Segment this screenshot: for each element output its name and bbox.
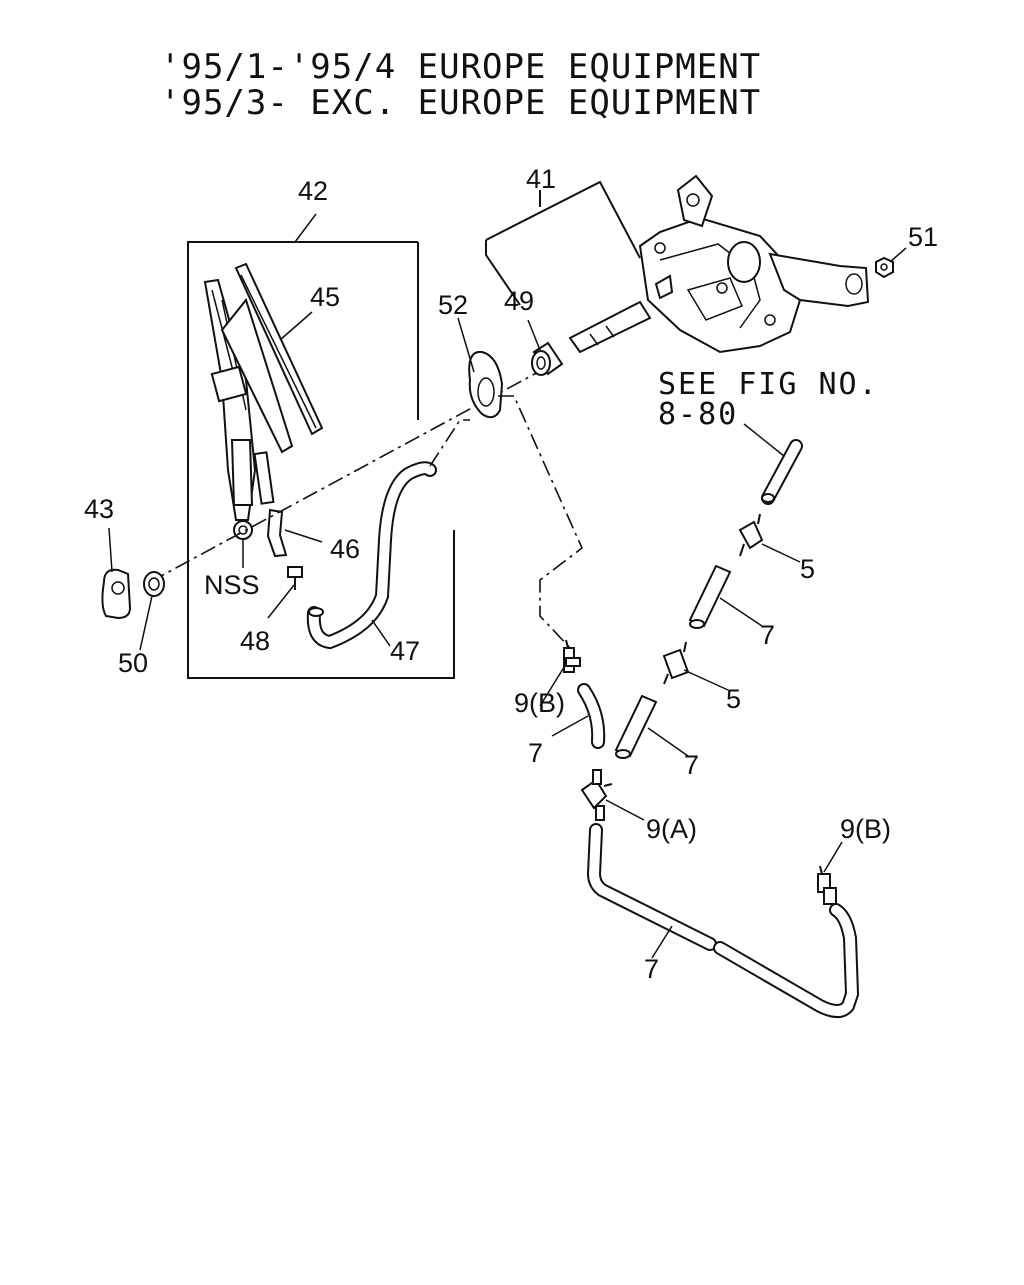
callout-5-upper: 5	[800, 554, 815, 584]
nozzle-46	[253, 451, 288, 558]
clip-48	[287, 566, 303, 590]
gasket-52	[468, 350, 504, 419]
hose-routing-line-2	[429, 419, 470, 467]
wiper-motor-41	[568, 174, 870, 354]
wiper-arm	[203, 278, 257, 540]
leader-41	[485, 180, 641, 306]
callout-42: 42	[298, 176, 328, 206]
callout-9b-left: 9(B)	[514, 688, 565, 718]
bushing-49	[531, 341, 564, 376]
callout-46: 46	[330, 534, 360, 564]
leader-lines	[108, 213, 907, 959]
connector-9b-left	[563, 639, 581, 673]
callout-7-left: 7	[528, 738, 543, 768]
hose-7-left	[577, 683, 606, 749]
wiper-blade	[220, 262, 324, 454]
callout-41: 41	[526, 164, 556, 194]
nut-51	[875, 256, 894, 279]
callout-9a: 9(A)	[646, 814, 697, 844]
callout-5-lower: 5	[726, 684, 741, 714]
tee-joint-9a	[580, 769, 613, 821]
callout-nss: NSS	[204, 570, 260, 600]
callout-50: 50	[118, 648, 148, 678]
title-line-1: '95/1-'95/4 EUROPE EQUIPMENT	[160, 47, 761, 87]
see-fig-label: SEE FIG NO.	[658, 367, 879, 402]
callout-9b-right: 9(B)	[840, 814, 891, 844]
hose-routing-line	[498, 395, 583, 651]
connector-9b-right	[817, 865, 837, 905]
callout-7-middle: 7	[684, 750, 699, 780]
callout-7-upper: 7	[760, 620, 775, 650]
callout-43: 43	[84, 494, 114, 524]
check-valve-5-lower	[662, 641, 690, 685]
callout-45: 45	[310, 282, 340, 312]
see-fig-number: 8-80	[658, 397, 738, 432]
title-line-2: '95/3- EXC. EUROPE EQUIPMENT	[160, 83, 761, 123]
callout-49: 49	[504, 286, 534, 316]
hose-7-lower	[586, 823, 860, 1018]
nut-50	[143, 571, 165, 597]
callout-7-lower: 7	[644, 954, 659, 984]
washer-hose-47	[306, 461, 437, 650]
callout-51: 51	[908, 222, 938, 252]
cap-43	[101, 568, 132, 620]
wiper-arm-group-frame	[187, 241, 455, 679]
hose-7-middle	[614, 694, 658, 759]
callout-47: 47	[390, 636, 420, 666]
hose-upper-right	[761, 439, 803, 505]
check-valve-5-upper	[738, 513, 764, 557]
callout-52: 52	[438, 290, 468, 320]
callout-48: 48	[240, 626, 270, 656]
hose-7-upper	[688, 564, 732, 629]
